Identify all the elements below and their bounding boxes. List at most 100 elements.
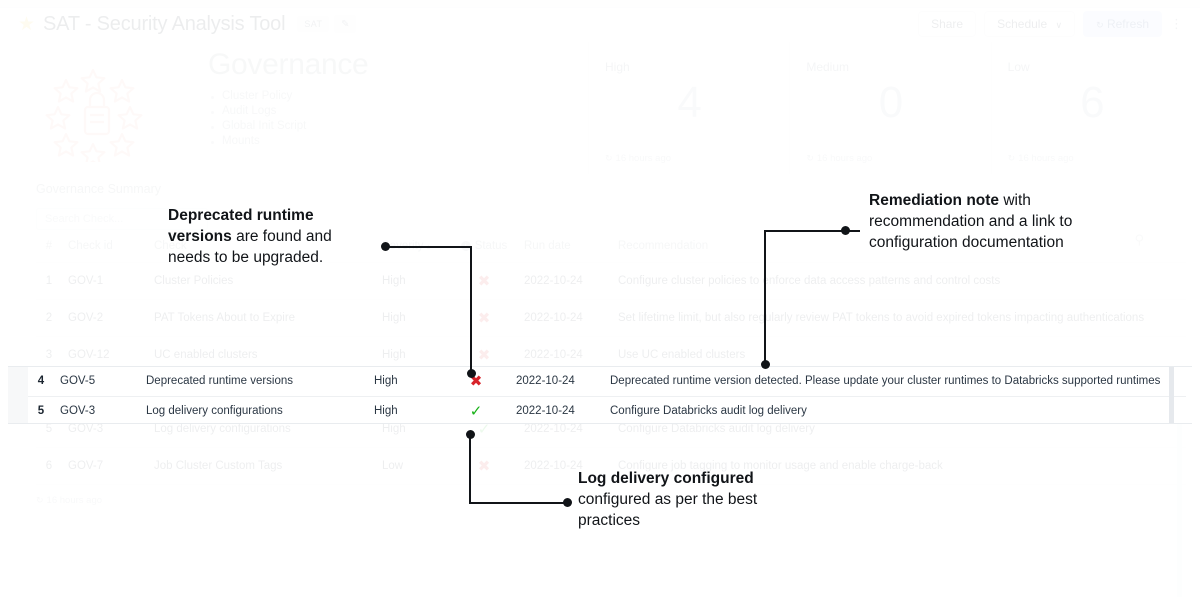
- metric-value: 4: [677, 78, 701, 127]
- pencil-icon[interactable]: ✎: [334, 15, 357, 33]
- metric-value: 0: [878, 78, 903, 127]
- cell-check-name: Log delivery configurations: [146, 404, 283, 417]
- share-button[interactable]: Share: [918, 11, 977, 37]
- app-header: ★ SAT - Security Analysis Tool SAT ✎ Sha…: [8, 8, 1192, 40]
- leader-dot: [841, 226, 850, 235]
- cell-recommendation[interactable]: Deprecated runtime version detected. Ple…: [604, 367, 1186, 397]
- cell-severity: High: [368, 367, 442, 397]
- panel-title: Governance Summary: [36, 182, 162, 196]
- metric-card-high: High 4 ↻ 16 hours ago: [589, 42, 791, 174]
- cell-index: 4: [28, 367, 54, 397]
- cell-recommendation[interactable]: Configure cluster policies to enforce da…: [612, 262, 1186, 300]
- cell-index: 2: [36, 299, 62, 337]
- cell-check-id: GOV-1: [62, 262, 148, 300]
- section-title: Governance: [208, 48, 369, 81]
- cell-recommendation[interactable]: Set lifetime limit, but also regularly r…: [612, 299, 1186, 337]
- annotation-text: configured as per the best practices: [578, 491, 758, 529]
- metric-card-medium: Medium 0 ↻ 16 hours ago: [790, 42, 992, 174]
- metric-label: High: [605, 60, 630, 74]
- cell-severity: High: [376, 262, 450, 300]
- table-scrollbar[interactable]: [1177, 378, 1182, 597]
- column-header-recommendation[interactable]: Recommendation: [612, 234, 1186, 263]
- highlighted-table: 4 GOV-5 Deprecated runtime versions High…: [28, 367, 1186, 423]
- table-row[interactable]: 5 GOV-3 Log delivery configurations High…: [28, 396, 1186, 423]
- dashboard-tag-badge: SAT: [297, 16, 330, 32]
- metric-value: 6: [1080, 78, 1104, 127]
- metric-cards: High 4 ↻ 16 hours ago Medium 0 ↻ 16 hour…: [588, 42, 1192, 174]
- cell-recommendation[interactable]: Configure job tagging to monitor usage a…: [612, 447, 1186, 485]
- leader-dot: [466, 430, 475, 439]
- status-fail-icon: ✖: [477, 347, 491, 364]
- stars-and-lock-icon: [45, 68, 143, 162]
- cell-index: 5: [37, 404, 45, 417]
- highlighted-rows: 4 GOV-5 Deprecated runtime versions High…: [8, 366, 1192, 424]
- cell-run-date: 2022-10-24: [518, 447, 612, 485]
- cell-status: ✓: [442, 396, 510, 423]
- column-header-check-name[interactable]: Check: [148, 234, 376, 263]
- hero-left: Governance Cluster Policy Audit Logs Glo…: [8, 42, 588, 174]
- leader-dot: [381, 242, 390, 251]
- refresh-icon: ↻: [36, 495, 44, 505]
- refresh-button[interactable]: ↻ Refresh: [1083, 11, 1162, 37]
- cell-index: 1: [36, 262, 62, 300]
- metric-card-low: Low 6 ↻ 16 hours ago: [992, 42, 1192, 174]
- metric-label: Medium: [806, 60, 850, 74]
- cell-recommendation[interactable]: Configure Databricks audit log delivery: [610, 404, 807, 417]
- metric-footer-text: 16 hours ago: [615, 153, 672, 164]
- cell-status: ✖: [450, 447, 518, 485]
- table-scrollbar[interactable]: [1169, 367, 1174, 423]
- leader-dot: [563, 498, 572, 507]
- column-header-check-id[interactable]: Check id: [62, 234, 148, 263]
- governance-bullet-list: Cluster Policy Audit Logs Global Init Sc…: [208, 88, 588, 148]
- refresh-icon: ↻: [1096, 20, 1104, 30]
- governance-table: # Check id Check Severity▴ iStatus Run d…: [36, 234, 1186, 485]
- panel-footer-text: 16 hours ago: [46, 495, 103, 506]
- cell-run-date: 2022-10-24: [516, 404, 575, 417]
- table-row[interactable]: 4 GOV-5 Deprecated runtime versions High…: [28, 367, 1186, 397]
- cell-status: ✖: [442, 367, 510, 397]
- annotation-remediation-note: Remediation note with recommendation and…: [869, 190, 1084, 253]
- table-row[interactable]: 1 GOV-1 Cluster Policies High ✖ 2022-10-…: [36, 262, 1186, 300]
- status-fail-icon: ✖: [477, 310, 491, 327]
- list-item: Audit Logs: [208, 103, 588, 118]
- cell-severity: High: [376, 299, 450, 337]
- star-icon[interactable]: ★: [18, 13, 36, 35]
- kebab-menu-icon[interactable]: ⋮: [1170, 16, 1183, 31]
- refresh-button-label: Refresh: [1106, 17, 1149, 31]
- schedule-button-label: Schedule: [997, 17, 1048, 31]
- leader-dot: [761, 360, 770, 369]
- column-header-run-date[interactable]: Run date: [518, 234, 612, 263]
- chevron-down-icon: ∨: [1055, 20, 1063, 30]
- metric-footer-text: 16 hours ago: [1018, 153, 1074, 164]
- table-row[interactable]: 2 GOV-2 PAT Tokens About to Expire High …: [36, 299, 1186, 337]
- search-input[interactable]: Search Check...: [36, 208, 208, 230]
- schedule-button[interactable]: Schedule ∨: [984, 11, 1076, 37]
- cell-run-date: 2022-10-24: [510, 367, 604, 397]
- list-item: Mounts: [208, 133, 588, 148]
- table-toolbar: Search Check...: [36, 204, 1186, 234]
- leader-dot: [467, 369, 476, 378]
- hero-row: Governance Cluster Policy Audit Logs Glo…: [8, 42, 1192, 174]
- panel-footer: ↻ 16 hours ago: [36, 495, 1192, 506]
- annotation-deprecated-runtime: Deprecated runtime versions are found an…: [168, 205, 373, 268]
- row-gutter: [16, 374, 36, 597]
- refresh-icon: ↻: [605, 153, 613, 163]
- cell-severity: High: [374, 404, 398, 417]
- annotation-log-delivery: Log delivery configured configured as pe…: [578, 468, 778, 531]
- cell-check-id: GOV-3: [60, 404, 96, 417]
- table-row[interactable]: 6 GOV-7 Job Cluster Custom Tags Low ✖ 20…: [36, 447, 1186, 485]
- cell-run-date: 2022-10-24: [518, 262, 612, 300]
- cell-check-id: GOV-5: [54, 367, 140, 397]
- row-gutter: [8, 367, 28, 423]
- annotation-bold-text: Deprecated runtime versions: [168, 207, 314, 245]
- annotation-bold-text: Log delivery configured: [578, 470, 754, 487]
- cell-index: 6: [36, 447, 62, 485]
- dashboard-backdrop: ★ SAT - Security Analysis Tool SAT ✎ Sha…: [8, 8, 1192, 506]
- refresh-icon: ↻: [806, 153, 814, 163]
- search-icon[interactable]: ⚲: [1134, 232, 1144, 247]
- metric-footer: ↻ 16 hours ago: [605, 153, 671, 164]
- column-header-status[interactable]: iStatus: [450, 234, 518, 263]
- security-badge-art: [8, 48, 198, 162]
- cell-check-name: Job Cluster Custom Tags: [148, 447, 376, 485]
